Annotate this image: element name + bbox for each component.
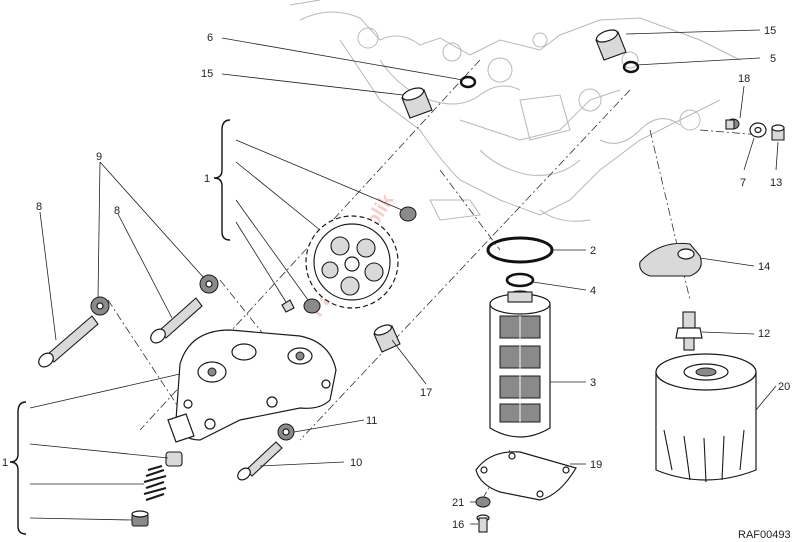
mesh-filter-3 bbox=[489, 290, 551, 438]
callout-13: 13 bbox=[770, 177, 782, 189]
o-ring-2 bbox=[486, 236, 554, 264]
bushing-right bbox=[595, 29, 627, 61]
drawing-code: RAF00493 bbox=[738, 529, 791, 541]
washer-11 bbox=[277, 423, 295, 441]
oil-pump-body bbox=[167, 329, 337, 443]
valve-plug bbox=[131, 510, 149, 527]
callout-19: 19 bbox=[590, 459, 602, 471]
callout-4: 4 bbox=[590, 285, 596, 297]
callout-10: 10 bbox=[350, 457, 362, 469]
callout-8-mid: 8 bbox=[114, 205, 120, 217]
screw-13 bbox=[771, 124, 785, 141]
callout-14: 14 bbox=[758, 261, 770, 273]
plug-18 bbox=[725, 118, 740, 130]
callout-8-left: 8 bbox=[36, 201, 42, 213]
screw-8-mid bbox=[150, 297, 203, 344]
callout-20: 20 bbox=[778, 381, 790, 393]
screw-16 bbox=[476, 514, 490, 533]
bushing-17 bbox=[373, 324, 401, 353]
callout-1-top: 1 bbox=[204, 173, 210, 185]
callout-9: 9 bbox=[96, 151, 102, 163]
key-pin bbox=[281, 299, 295, 313]
callout-labels: 6 15 15 5 18 7 13 14 12 20 2 4 3 19 21 1… bbox=[2, 25, 791, 541]
callout-6: 6 bbox=[207, 32, 213, 44]
crankcase-outline bbox=[289, 0, 741, 222]
callout-11: 11 bbox=[366, 415, 377, 427]
pump-gear bbox=[305, 215, 399, 309]
leader-lines bbox=[29, 29, 779, 525]
cam-plate-14 bbox=[639, 242, 702, 277]
callout-21: 21 bbox=[452, 497, 464, 509]
bracket-1-top bbox=[213, 119, 231, 241]
o-ring-4 bbox=[505, 272, 535, 288]
callout-16: 16 bbox=[452, 519, 464, 531]
callout-17: 17 bbox=[420, 387, 432, 399]
valve-piston bbox=[165, 451, 183, 467]
valve-spring bbox=[143, 464, 167, 502]
callout-12: 12 bbox=[758, 328, 770, 340]
callout-1-bottom: 1 bbox=[2, 457, 8, 469]
shaft-washer bbox=[303, 298, 321, 314]
o-ring-5 bbox=[622, 60, 640, 74]
screw-10 bbox=[237, 441, 283, 481]
bracket-1-bottom bbox=[9, 401, 27, 535]
washer-9-left bbox=[90, 296, 110, 316]
gear-washer bbox=[399, 206, 417, 222]
callout-5: 5 bbox=[770, 53, 776, 65]
callout-15-left: 15 bbox=[201, 68, 213, 80]
washer-9-right bbox=[199, 274, 219, 294]
callout-18: 18 bbox=[738, 73, 750, 85]
washer-7 bbox=[749, 122, 767, 138]
washer-21 bbox=[475, 496, 491, 508]
cover-plate-19 bbox=[475, 451, 577, 501]
nipple-12 bbox=[675, 311, 703, 351]
callout-2: 2 bbox=[590, 245, 596, 257]
callout-15-right: 15 bbox=[764, 25, 776, 37]
callout-7: 7 bbox=[740, 177, 746, 189]
o-ring-6 bbox=[459, 75, 477, 89]
screw-8-left bbox=[38, 315, 99, 368]
oil-filter-20 bbox=[655, 353, 757, 483]
bushing-left bbox=[401, 87, 433, 119]
callout-3: 3 bbox=[590, 377, 596, 389]
